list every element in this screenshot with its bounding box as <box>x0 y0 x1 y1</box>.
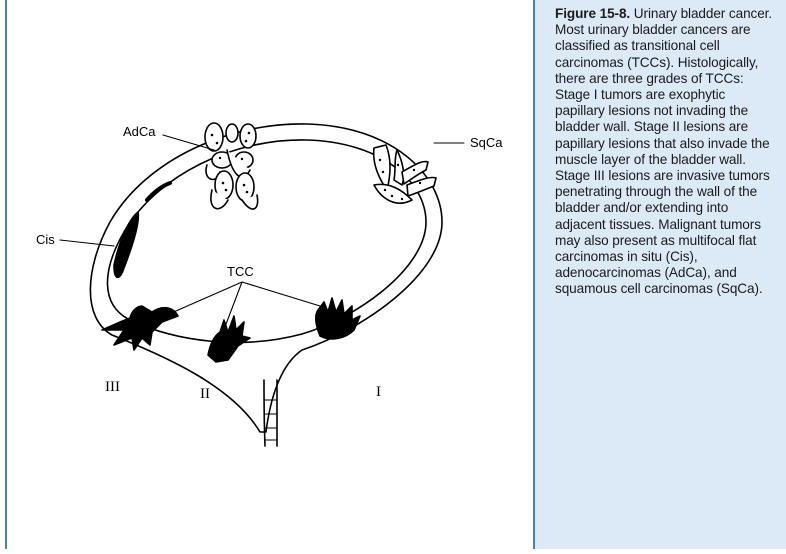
stage-ii-tumor <box>208 316 250 362</box>
bladder-diagram: AdCa SqCa Cis TCC III II I <box>7 0 533 549</box>
caption-text: Urinary bladder cancer. Most urinary bla… <box>555 6 772 296</box>
label-tcc: TCC <box>227 264 254 279</box>
stage-iii-tumor <box>102 306 178 350</box>
label-adca: AdCa <box>123 124 156 139</box>
figure-caption: Figure 15-8. Urinary bladder cancer. Mos… <box>555 6 776 298</box>
figure-panel: AdCa SqCa Cis TCC III II I <box>5 0 535 549</box>
caption-panel: Figure 15-8. Urinary bladder cancer. Mos… <box>535 0 786 549</box>
stage-i-tumor <box>316 298 360 339</box>
sqca-tumor <box>374 145 436 203</box>
label-stage-i: I <box>376 384 381 400</box>
label-stage-iii: III <box>105 379 120 395</box>
label-stage-ii: II <box>200 386 210 402</box>
label-cis: Cis <box>36 232 55 247</box>
figure-label: Figure 15-8. <box>555 6 630 21</box>
label-sqca: SqCa <box>470 135 503 150</box>
